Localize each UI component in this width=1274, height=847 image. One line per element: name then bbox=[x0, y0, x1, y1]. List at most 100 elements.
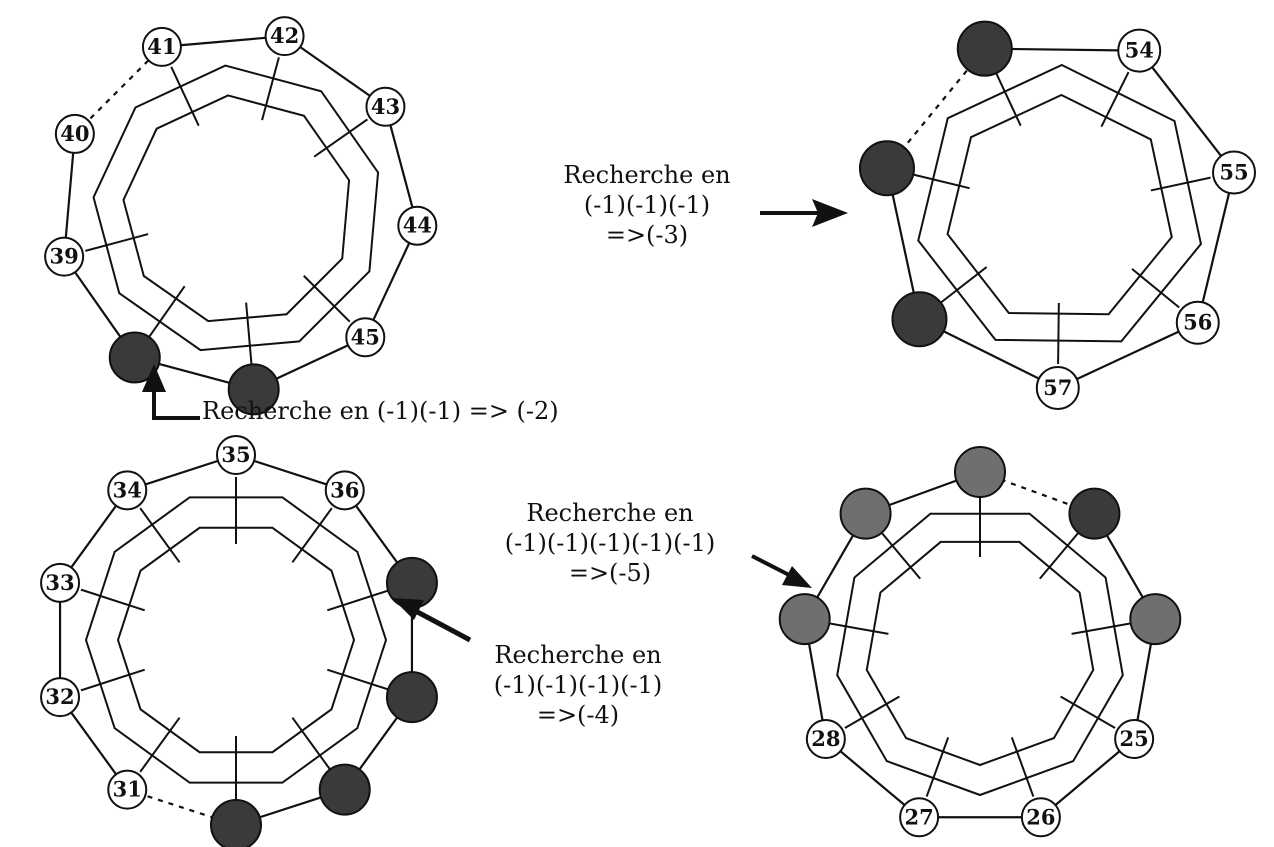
filled-node bbox=[1129, 593, 1182, 646]
inner-ring bbox=[946, 93, 1173, 316]
spoke-line bbox=[1131, 268, 1180, 309]
outer-edge bbox=[384, 106, 419, 226]
spoke-line bbox=[245, 302, 253, 368]
spoke-line bbox=[80, 668, 146, 692]
spoke-line bbox=[170, 66, 200, 127]
outer-edge bbox=[364, 225, 419, 338]
inner-ring bbox=[865, 540, 1095, 767]
empty-node bbox=[324, 470, 365, 511]
caption-line: (-1)(-1)(-1) bbox=[583, 191, 711, 219]
node-label: 57 bbox=[1043, 375, 1072, 400]
spoke-line bbox=[844, 695, 900, 729]
spoke-line bbox=[1057, 302, 1060, 365]
node-label: 42 bbox=[270, 23, 299, 48]
filled-node bbox=[385, 671, 438, 724]
node-label: 28 bbox=[811, 726, 840, 751]
node-label: 36 bbox=[330, 477, 359, 502]
empty-node bbox=[1117, 28, 1162, 73]
spoke-line bbox=[1071, 621, 1134, 635]
node-label: 31 bbox=[113, 777, 142, 802]
caption-line: Recherche en (-1)(-1) => (-2) bbox=[202, 397, 559, 425]
filled-node bbox=[778, 593, 831, 646]
empty-node bbox=[1035, 365, 1080, 410]
filled-node bbox=[858, 140, 915, 197]
caption-search-5: Recherche en (-1)(-1)(-1)(-1)(-1) =>(-5) bbox=[460, 498, 760, 588]
spoke-line bbox=[937, 266, 988, 306]
empty-node bbox=[107, 769, 148, 810]
spoke-line bbox=[326, 668, 392, 692]
node-label: 43 bbox=[371, 94, 400, 119]
empty-node bbox=[397, 205, 438, 246]
empty-node bbox=[40, 677, 81, 718]
caption-search-4: Recherche en (-1)(-1)(-1)(-1) =>(-4) bbox=[458, 640, 698, 730]
spoke-line bbox=[826, 621, 889, 635]
outer-edge bbox=[825, 738, 920, 819]
spoke-line bbox=[1039, 529, 1082, 580]
arrows-layer bbox=[142, 199, 848, 643]
empty-node bbox=[141, 26, 182, 67]
caption-line: Recherche en bbox=[494, 641, 662, 669]
spoke-line bbox=[925, 737, 950, 797]
spoke-line bbox=[85, 233, 149, 252]
spoke-line bbox=[910, 172, 970, 190]
node-label: 25 bbox=[1120, 726, 1149, 751]
spoke-line bbox=[313, 118, 368, 158]
middle-ring bbox=[917, 63, 1203, 343]
spoke-line bbox=[1150, 176, 1211, 192]
spoke-line bbox=[1010, 737, 1035, 797]
spoke-line bbox=[326, 588, 392, 612]
outer-edge bbox=[1040, 738, 1135, 819]
arrow-head-search-5 bbox=[782, 566, 812, 588]
filled-node bbox=[108, 331, 161, 384]
spoke-line bbox=[1060, 695, 1116, 729]
empty-node bbox=[1020, 797, 1061, 838]
spoke-line bbox=[80, 588, 146, 612]
filled-node bbox=[891, 291, 948, 348]
node-label: 44 bbox=[403, 213, 432, 238]
node-label: 41 bbox=[147, 34, 176, 59]
arrow-search-2 bbox=[152, 385, 200, 420]
empty-node bbox=[899, 797, 940, 838]
empty-node bbox=[345, 317, 386, 358]
filled-node bbox=[954, 446, 1006, 498]
node-label: 27 bbox=[905, 804, 934, 829]
outer-edge bbox=[1196, 172, 1236, 323]
caption-line: =>(-5) bbox=[568, 559, 652, 587]
dashed-edge bbox=[74, 46, 163, 135]
node-label: 56 bbox=[1183, 310, 1212, 335]
filled-node bbox=[318, 763, 371, 816]
middle-ring bbox=[84, 496, 388, 784]
empty-node bbox=[1212, 150, 1257, 195]
empty-node bbox=[44, 236, 85, 277]
dashed-edge bbox=[126, 788, 237, 827]
spoke-line bbox=[291, 717, 333, 773]
filled-node bbox=[210, 799, 262, 847]
spoke-line bbox=[878, 529, 921, 580]
spoke-line bbox=[261, 57, 280, 121]
caption-line: =>(-4) bbox=[536, 701, 620, 729]
node-label: 34 bbox=[113, 477, 142, 502]
node-label: 40 bbox=[60, 121, 89, 146]
outer-edge bbox=[161, 35, 285, 48]
outer-edge bbox=[63, 133, 76, 257]
node-label: 33 bbox=[45, 570, 74, 595]
caption-search-3: Recherche en (-1)(-1)(-1) =>(-3) bbox=[562, 160, 732, 250]
arrow-head-search-2 bbox=[142, 364, 166, 392]
outer-edge bbox=[1057, 321, 1199, 389]
spoke-line bbox=[303, 275, 351, 323]
node-label: 54 bbox=[1125, 38, 1154, 63]
arrow-head-search-3 bbox=[812, 199, 848, 227]
spoke-line bbox=[139, 507, 181, 563]
caption-line: (-1)(-1)(-1)(-1)(-1) bbox=[504, 529, 716, 557]
node-label: 45 bbox=[351, 324, 380, 349]
empty-node bbox=[365, 86, 406, 127]
empty-node bbox=[1175, 300, 1220, 345]
inner-ring bbox=[116, 526, 356, 754]
node-label: 35 bbox=[221, 442, 250, 467]
empty-node bbox=[216, 435, 256, 475]
arrow-head-search-4 bbox=[392, 598, 424, 620]
